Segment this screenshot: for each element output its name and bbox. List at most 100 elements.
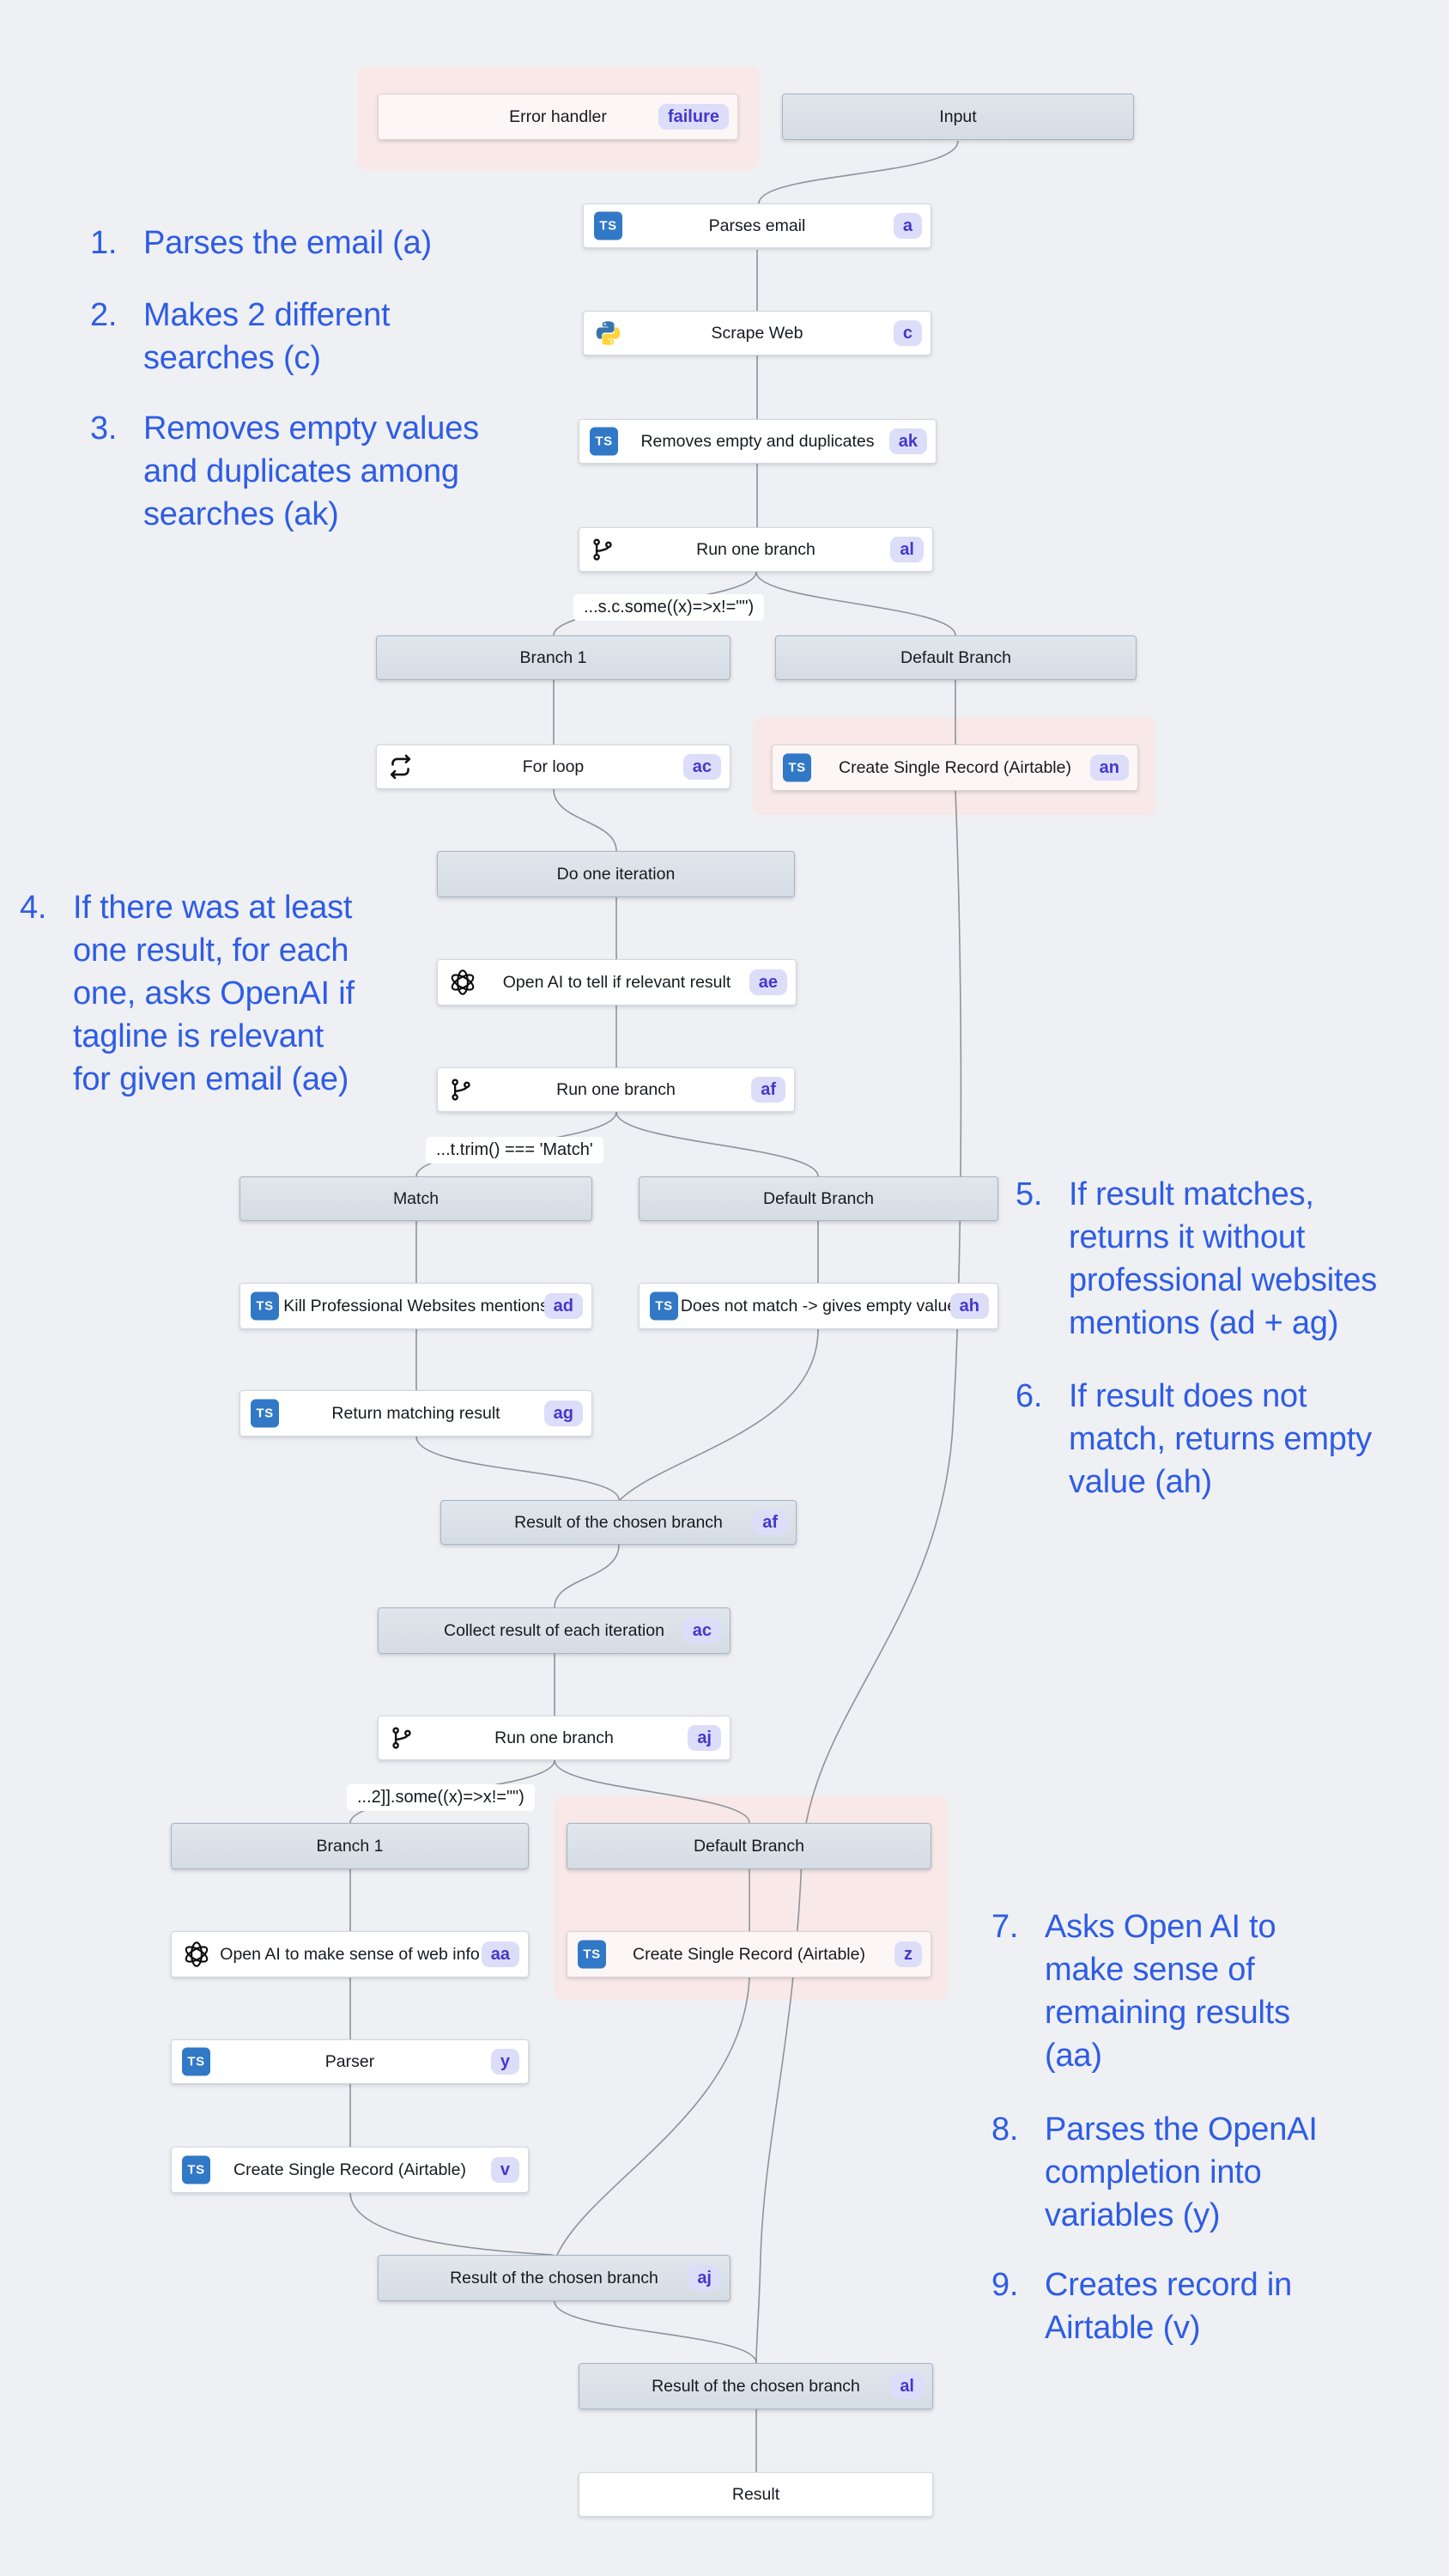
annotation-4: 4. If there was at least one result, for… [20, 886, 355, 1101]
condition-chip: ...t.trim() === 'Match' [426, 1137, 603, 1163]
node-result-chosen-al[interactable]: Result of the chosen branch al [579, 2363, 933, 2409]
node-label: Default Branch [763, 1188, 874, 1208]
edge-connector [755, 571, 956, 636]
annotation-text: Asks Open AI to make sense of remaining … [1045, 1909, 1290, 2074]
node-return-matching[interactable]: TS Return matching result ag [239, 1390, 592, 1437]
typescript-icon: TS [251, 1291, 279, 1321]
condition-chip: ...s.c.some((x)=>x!="") [573, 594, 765, 621]
node-result-chosen-aj[interactable]: Result of the chosen branch aj [378, 2255, 731, 2301]
branch-icon [389, 1725, 415, 1751]
node-parser[interactable]: TS Parser y [171, 2039, 529, 2084]
node-badge: al [890, 2373, 924, 2399]
node-label: Default Branch [694, 1836, 804, 1856]
annotation-number: 7. [991, 1909, 1019, 1945]
annotation-text: Makes 2 different searches (c) [143, 297, 391, 376]
annotation-1: 1. Parses the email (a) [90, 222, 432, 264]
failure-badge: failure [658, 104, 729, 130]
node-label: Branch 1 [316, 1836, 384, 1856]
node-badge: aj [688, 2265, 721, 2291]
edge-connector [554, 1544, 620, 1608]
annotation-7: 7. Asks Open AI to make sense of remaini… [991, 1905, 1290, 2077]
annotation-number: 6. [1016, 1378, 1043, 1414]
node-openai-relevant[interactable]: Open AI to tell if relevant result ae [437, 959, 797, 1005]
node-label: For loop [522, 756, 585, 776]
annotation-number: 2. [90, 297, 118, 333]
annotation-number: 4. [20, 890, 47, 926]
node-do-one-iteration[interactable]: Do one iteration [437, 851, 795, 897]
node-label: Removes empty and duplicates [640, 431, 875, 451]
annotation-text: Parses the OpenAI completion into variab… [1045, 2111, 1318, 2233]
annotation-6: 6. If result does not match, returns emp… [1016, 1375, 1372, 1504]
annotation-number: 8. [991, 2111, 1019, 2148]
node-removes-empty-duplicates[interactable]: TS Removes empty and duplicates ak [579, 419, 937, 464]
node-badge: ag [543, 1400, 583, 1426]
node-collect-result[interactable]: Collect result of each iteration ac [378, 1607, 731, 1654]
node-label: Result of the chosen branch [450, 2268, 658, 2287]
node-badge: ad [543, 1293, 583, 1319]
node-badge: y [490, 2049, 519, 2075]
node-label: Create Single Record (Airtable) [839, 757, 1071, 777]
branch-icon [590, 537, 615, 562]
node-label: Result of the chosen branch [652, 2376, 860, 2396]
annotation-number: 5. [1016, 1176, 1043, 1212]
typescript-icon: TS [590, 427, 618, 456]
annotation-number: 9. [991, 2267, 1019, 2303]
annotation-text: Removes empty values and duplicates amon… [143, 410, 479, 532]
node-badge: z [894, 1941, 922, 1967]
node-does-not-match[interactable]: TS Does not match -> gives empty value a… [639, 1283, 998, 1329]
node-kill-mentions[interactable]: TS Kill Professional Websites mentions a… [239, 1283, 592, 1329]
annotation-text: Creates record in Airtable (v) [1045, 2267, 1293, 2346]
node-create-record-an[interactable]: TS Create Single Record (Airtable) an [772, 744, 1138, 791]
node-default-branch-top[interactable]: Default Branch [775, 635, 1137, 680]
annotation-text: Parses the email (a) [143, 225, 433, 261]
annotation-text: If there was at least one result, for ea… [73, 890, 355, 1097]
node-default-branch-mid[interactable]: Default Branch [639, 1176, 998, 1221]
node-label: Parses email [708, 216, 806, 235]
node-badge: ac [682, 1618, 721, 1643]
edge-connector [554, 1759, 750, 1824]
condition-chip: ...2]].some((x)=>x!="") [347, 1784, 535, 1811]
node-label: Run one branch [696, 539, 815, 559]
node-badge: ae [749, 969, 787, 995]
node-create-record-z[interactable]: TS Create Single Record (Airtable) z [567, 1931, 931, 1978]
node-run-one-branch-af[interactable]: Run one branch af [437, 1067, 795, 1112]
node-for-loop[interactable]: For loop ac [376, 744, 731, 789]
node-label: Result [731, 2484, 780, 2504]
annotation-number: 3. [90, 410, 118, 447]
node-label: Match [392, 1188, 440, 1208]
node-match-branch[interactable]: Match [239, 1176, 592, 1221]
annotation-text: If result matches, returns it without pr… [1069, 1176, 1378, 1341]
edge-connector [415, 1436, 620, 1501]
node-branch1-top[interactable]: Branch 1 [376, 635, 731, 680]
node-label: Do one iteration [556, 864, 676, 884]
node-badge: v [490, 2157, 519, 2183]
node-create-record-v[interactable]: TS Create Single Record (Airtable) v [171, 2147, 529, 2193]
edge-connector [755, 790, 962, 2364]
node-label: Does not match -> gives empty value [680, 1296, 957, 1315]
node-label: Parser [324, 2051, 375, 2071]
openai-icon [448, 968, 477, 997]
typescript-icon: TS [650, 1291, 678, 1321]
node-badge: ak [888, 428, 927, 454]
node-result-chosen-af[interactable]: Result of the chosen branch af [440, 1500, 797, 1545]
node-openai-websense[interactable]: Open AI to make sense of web info aa [171, 1931, 529, 1978]
node-error-handler[interactable]: Error handler failure [378, 94, 738, 140]
node-run-one-branch-aj[interactable]: Run one branch aj [378, 1716, 731, 1760]
node-badge: aj [688, 1725, 721, 1751]
node-default-branch-bottom[interactable]: Default Branch [567, 1823, 931, 1869]
node-scrape-web[interactable]: Scrape Web c [583, 311, 931, 355]
annotation-3: 3. Removes empty values and duplicates a… [90, 407, 479, 536]
node-branch1-bottom[interactable]: Branch 1 [171, 1823, 529, 1869]
typescript-icon: TS [578, 1940, 606, 1969]
annotation-5: 5. If result matches, returns it without… [1016, 1173, 1377, 1345]
node-label: Run one branch [494, 1728, 614, 1747]
node-run-one-branch-al[interactable]: Run one branch al [579, 527, 933, 572]
node-input[interactable]: Input [782, 94, 1134, 140]
python-icon [594, 319, 622, 348]
node-label: Error handler [509, 106, 607, 126]
node-parses-email[interactable]: TS Parses email a [583, 204, 931, 248]
node-result[interactable]: Result [579, 2472, 933, 2517]
edge-connector [554, 2300, 757, 2364]
typescript-icon: TS [783, 753, 811, 782]
